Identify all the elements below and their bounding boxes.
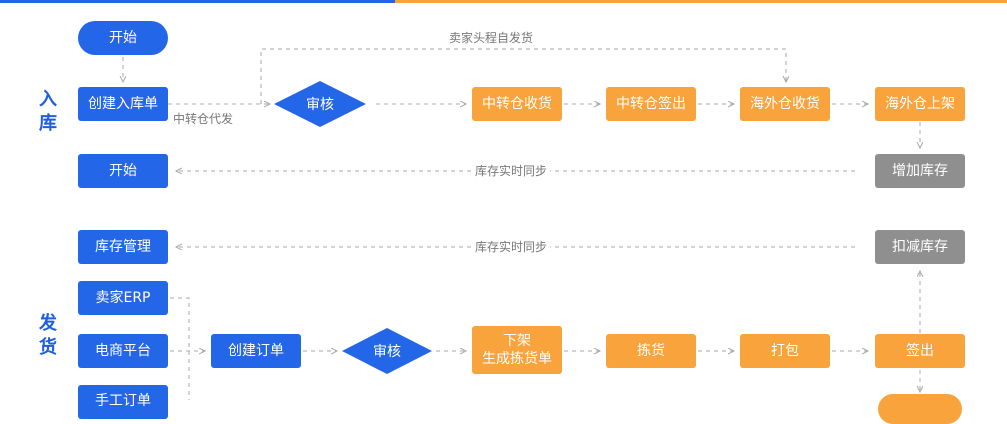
label-inventory-sync-outbound: 库存实时同步 <box>472 240 551 254</box>
node-manual-order[interactable]: 手工订单 <box>78 385 168 419</box>
node-create-order[interactable]: 创建订单 <box>211 334 301 368</box>
node-inbound-start[interactable]: 开始 <box>78 21 168 55</box>
node-overseas-receive[interactable]: 海外仓收货 <box>740 87 830 121</box>
node-deduct-stock[interactable]: 扣减库存 <box>875 230 965 264</box>
label-seller-ship: 卖家头程自发货 <box>446 31 537 45</box>
node-unshelve-picklist[interactable]: 下架 生成拣货单 <box>472 326 562 374</box>
node-transit-receive[interactable]: 中转仓收货 <box>472 87 562 121</box>
node-ecommerce-platform[interactable]: 电商平台 <box>78 334 168 368</box>
node-inbound-start-return[interactable]: 开始 <box>78 154 168 188</box>
section-inbound-label: 入 库 <box>39 89 57 134</box>
node-inbound-review-label: 审核 <box>306 97 334 113</box>
node-increase-stock[interactable]: 增加库存 <box>875 154 965 188</box>
diamond-shape <box>342 328 432 374</box>
node-transit-ship[interactable]: 中转仓签出 <box>606 87 696 121</box>
top-accent-orange <box>395 0 1007 3</box>
node-sign-out[interactable]: 签出 <box>875 334 965 368</box>
diamond-shape <box>274 81 366 127</box>
node-overseas-shelve[interactable]: 海外仓上架 <box>875 87 965 121</box>
edge-seller-ship <box>260 48 786 104</box>
node-pick[interactable]: 拣货 <box>606 334 696 368</box>
section-outbound-label: 发 货 <box>39 313 57 358</box>
label-inventory-sync-inbound: 库存实时同步 <box>472 164 551 178</box>
top-accent-blue <box>0 0 395 3</box>
node-create-inbound-order[interactable]: 创建入库单 <box>78 87 168 121</box>
node-inbound-review[interactable]: 审核 <box>274 81 366 127</box>
node-outbound-review-label: 审核 <box>373 344 401 360</box>
node-stock-management[interactable]: 库存管理 <box>78 230 168 264</box>
node-next-step-partial <box>878 394 962 424</box>
label-transit-ship: 中转仓代发 <box>170 112 237 126</box>
node-seller-erp[interactable]: 卖家ERP <box>78 281 168 315</box>
edge-erp-bracket <box>170 297 190 400</box>
node-pack[interactable]: 打包 <box>740 334 830 368</box>
node-outbound-review[interactable]: 审核 <box>342 328 432 374</box>
top-accent-bar <box>0 0 1007 3</box>
